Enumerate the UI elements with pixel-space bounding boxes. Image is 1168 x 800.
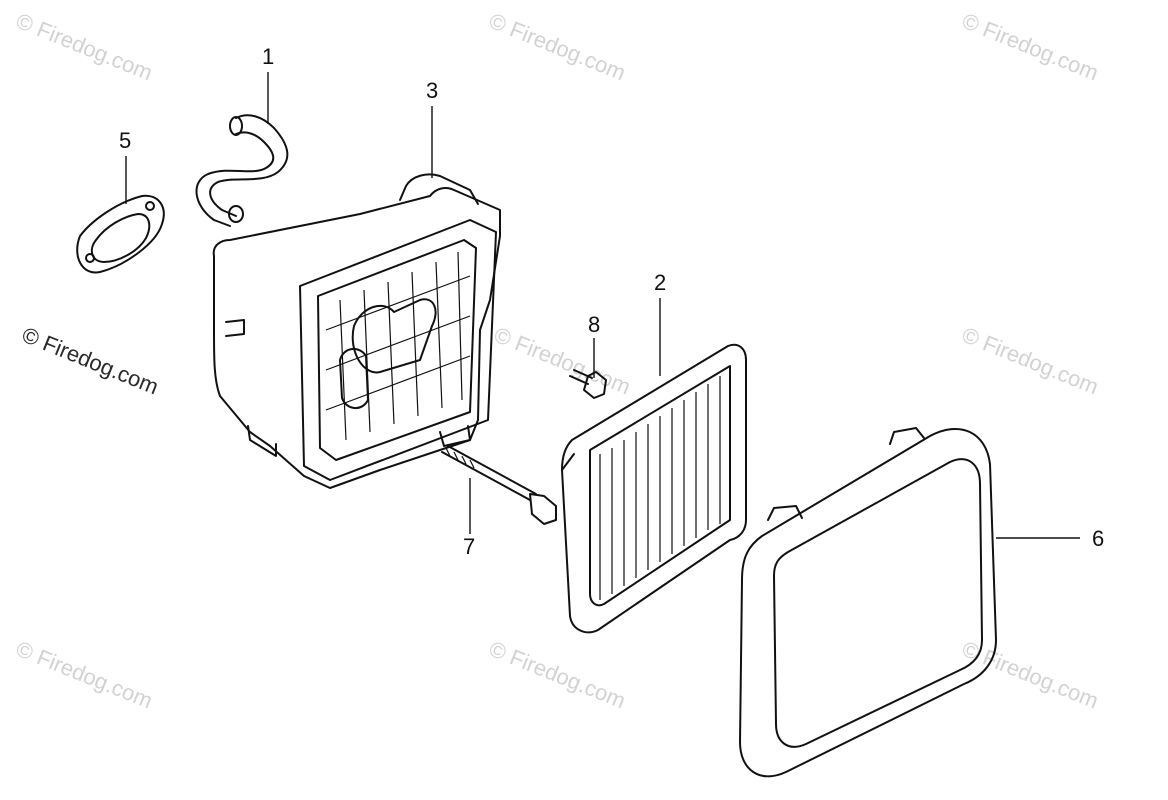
gasket-part: [76, 194, 165, 274]
callout-8: 8: [588, 312, 601, 337]
breather-tube-part: [195, 114, 289, 227]
callout-1: 1: [262, 44, 275, 69]
long-bolt-part: [441, 445, 557, 525]
air-cleaner-case-part: [212, 173, 501, 489]
bolt-part: [569, 369, 607, 399]
callout-2: 2: [654, 270, 667, 295]
callout-7: 7: [463, 534, 476, 559]
air-filter-element-part: [561, 343, 747, 634]
callout-6: 6: [1092, 526, 1105, 551]
callout-3: 3: [426, 78, 439, 103]
air-cleaner-cover-part: [739, 427, 997, 778]
callout-5: 5: [119, 128, 132, 153]
